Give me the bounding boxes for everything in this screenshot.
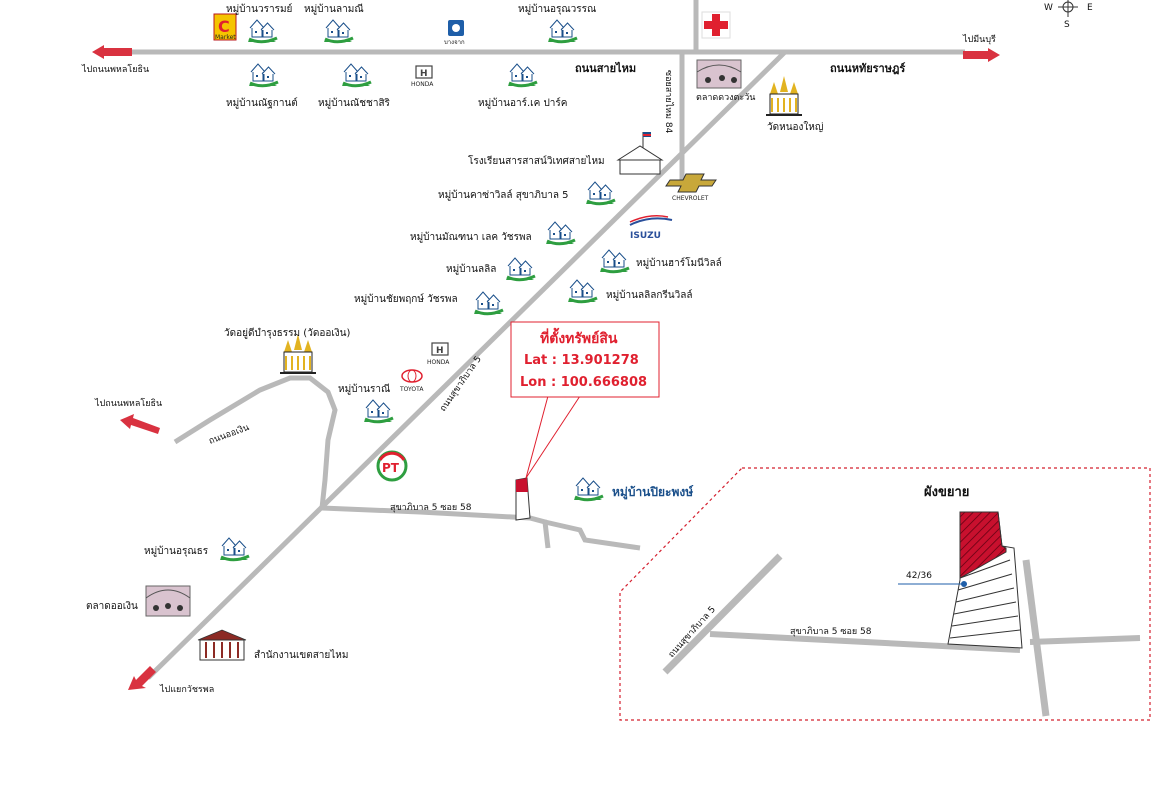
pt-label: PT <box>382 461 400 475</box>
label-talad-ngoen: ตลาดออเงิน <box>86 601 138 612</box>
label-road-hathai-rat: ถนนหทัยราษฎร์ <box>830 62 905 75</box>
district-office-icon <box>197 629 247 661</box>
label-woraram: หมู่บ้านวรารมย์ <box>226 3 292 15</box>
arrow-to-minburi: ไปมีนบุรี <box>962 34 1000 62</box>
school-icon <box>616 132 664 175</box>
honda-top-label: HONDA <box>411 81 434 88</box>
arrow-to-phahon-mid: ไปถนนพหลโยธิน <box>94 398 162 434</box>
label-to-minburi: ไปมีนบุรี <box>962 34 996 45</box>
label-aroonthorn: หมู่บ้านอรุณธร <box>144 545 209 557</box>
arrow-to-phahon-top: ไปถนนพหลโยธิน <box>81 45 149 75</box>
house-icon <box>546 18 579 44</box>
chevrolet-label: CHEVROLET <box>672 195 709 202</box>
isuzu-label: ISUZU <box>630 231 661 241</box>
honda-logo-mid: H HONDA <box>427 342 450 366</box>
label-road-sai-mai: ถนนสายไหม <box>575 61 636 75</box>
house-icon <box>572 476 605 502</box>
road-or-ngoen <box>173 375 338 509</box>
label-road-or-ngoen: ถนนออเงิน <box>207 422 250 447</box>
label-talad-duang: ตลาดดวงตะวัน <box>696 93 755 103</box>
label-piya: หมู่บ้านปิยะพงษ์ <box>612 485 693 500</box>
label-harmony: หมู่บ้านฮาร์โมนีวิลล์ <box>636 256 722 269</box>
label-casa: หมู่บ้านคาซ่าวิลล์ สุขาภิบาล 5 <box>438 189 569 201</box>
compass-icon: W E S <box>1044 0 1093 30</box>
callout-lat: Lat : 13.901278 <box>524 353 639 368</box>
label-natcha: หมู่บ้านณัชชาสิริ <box>318 97 391 109</box>
label-lammanee: หมู่บ้านลามณี <box>304 3 364 15</box>
toyota-logo: TOYOTA <box>399 369 424 393</box>
label-rani: หมู่บ้านราณี <box>338 383 390 395</box>
isuzu-logo: ISUZU <box>629 215 673 241</box>
house-icon <box>566 278 599 304</box>
house-icon <box>584 180 617 206</box>
honda-mid-label: HONDA <box>427 359 450 366</box>
callout-lon: Lon : 100.666808 <box>520 375 647 390</box>
cmart-label: Market <box>215 34 236 41</box>
svg-text:H: H <box>420 69 428 79</box>
toyota-label: TOYOTA <box>399 386 424 393</box>
svg-text:C: C <box>218 17 230 36</box>
compass-west: W <box>1044 3 1053 13</box>
chevrolet-logo: CHEVROLET <box>665 173 717 202</box>
house-icon <box>340 62 373 88</box>
property-marker <box>515 477 531 521</box>
hospital-cross-icon <box>701 11 731 39</box>
bangchak-logo: บางจาก <box>444 20 465 46</box>
house-icon <box>598 248 631 274</box>
house-icon <box>218 536 251 562</box>
pt-station-logo: PT <box>376 450 408 482</box>
wat-ngoen-temple-icon <box>279 333 317 375</box>
inset-map: ผังขยาย ถนนสุขาภิบาล 5 สุขาภิบาล 5 ซอย 5… <box>619 467 1151 721</box>
label-natkan: หมู่บ้านณัฐกานต์ <box>226 97 298 109</box>
house-icon <box>544 220 577 246</box>
label-to-phahon-mid: ไปถนนพหลโยธิน <box>94 398 162 409</box>
label-road-sai-mai-84: ซอยสายไหม 84 <box>663 70 674 134</box>
honda-logo-top: H HONDA <box>411 65 434 88</box>
road-soi-58 <box>321 505 641 551</box>
arrow-to-watcharaphon: ไปแยกวัชรพล <box>128 666 214 695</box>
label-road-soi-58: สุขาภิบาล 5 ซอย 58 <box>390 502 472 513</box>
compass-east: E <box>1087 3 1093 13</box>
inset-label-soi-58: สุขาภิบาล 5 ซอย 58 <box>790 626 872 637</box>
house-icon <box>246 18 279 44</box>
market-ngoen-icon <box>145 585 191 617</box>
house-icon <box>506 62 539 88</box>
label-to-phahon-top: ไปถนนพหลโยธิน <box>81 64 149 75</box>
label-chaiyaphruek: หมู่บ้านชัยพฤกษ์ วัชรพล <box>354 293 458 305</box>
label-arunwan: หมู่บ้านอรุณวรรณ <box>518 3 596 15</box>
label-wat-nong-yai: วัดหนองใหญ่ <box>767 121 823 133</box>
house-icon <box>362 398 395 424</box>
road-sukhaphiban-5 <box>146 50 787 680</box>
label-school: โรงเรียนสารสาสน์วิเทศสายไหม <box>468 154 605 167</box>
label-district: สำนักงานเขตสายไหม <box>254 649 348 661</box>
label-wat-ngoen: วัดอยู่ดีบำรุงธรรม (วัดออเงิน) <box>224 327 350 339</box>
market-duang-icon <box>696 59 742 89</box>
house-icon <box>472 290 505 316</box>
property-callout: ที่ตั้งทรัพย์สิน Lat : 13.901278 Lon : 1… <box>510 321 660 479</box>
wat-nong-yai-temple-icon <box>765 75 803 117</box>
svg-text:H: H <box>436 346 444 356</box>
house-icon <box>322 18 355 44</box>
inset-title: ผังขยาย <box>924 485 969 500</box>
house-icon <box>504 256 537 282</box>
callout-title: ที่ตั้งทรัพย์สิน <box>540 327 618 347</box>
label-lalin-green: หมู่บ้านลลิลกรีนวิลล์ <box>606 289 693 301</box>
label-to-watcharaphon: ไปแยกวัชรพล <box>159 684 214 695</box>
inset-plot-number: 42/36 <box>906 571 932 581</box>
label-rk-park: หมู่บ้านอาร์.เค ปาร์ค <box>478 97 567 109</box>
label-mantana: หมู่บ้านมัณฑนา เลค วัชรพล <box>410 231 532 243</box>
bangchak-label: บางจาก <box>444 39 465 46</box>
house-icon <box>247 62 280 88</box>
compass-south: S <box>1064 20 1070 30</box>
cmart-logo: C Market <box>213 13 237 41</box>
label-lalin: หมู่บ้านลลิล <box>446 263 496 275</box>
